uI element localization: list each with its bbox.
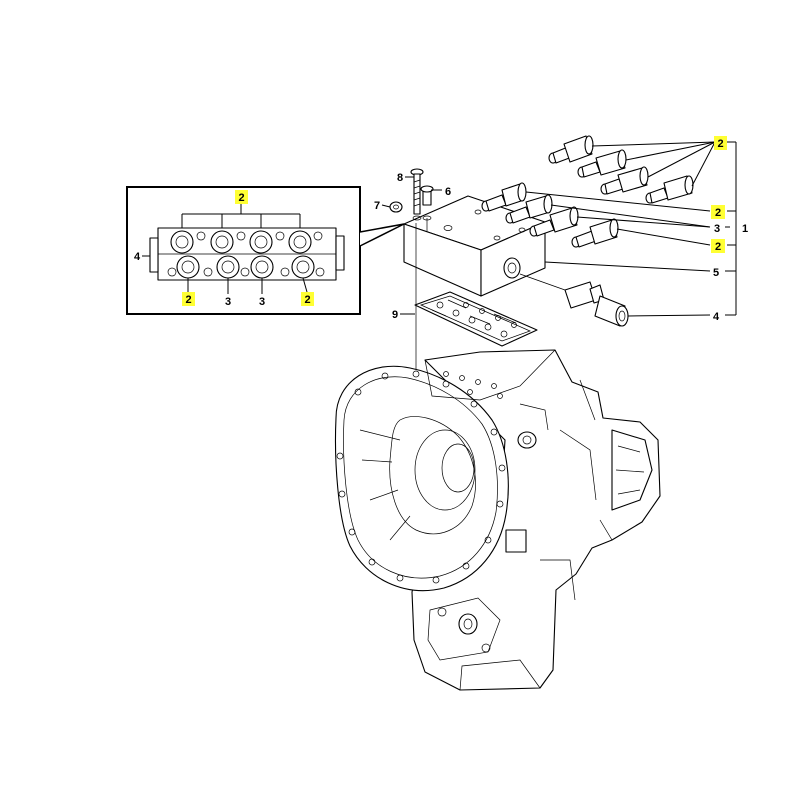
transmission-housing: [334, 349, 661, 691]
svg-text:2: 2: [185, 294, 191, 306]
svg-text:2: 2: [717, 138, 723, 150]
pressure-regulator: [519, 273, 629, 327]
svg-text:2: 2: [715, 241, 721, 253]
svg-text:5: 5: [713, 267, 719, 279]
svg-text:3: 3: [259, 296, 265, 308]
gasket: [414, 291, 538, 347]
inset-top-ports: [170, 230, 323, 254]
solenoid-valve-3: [600, 166, 649, 195]
plug: [420, 185, 434, 206]
svg-text:6: 6: [445, 186, 451, 198]
inset-callout-2-top: 2: [235, 190, 248, 204]
solenoid-valve-6: [505, 194, 553, 224]
svg-text:2: 2: [304, 294, 310, 306]
callout-6: 6: [445, 186, 451, 198]
callout-5: 5: [713, 267, 719, 279]
svg-text:2: 2: [715, 207, 721, 219]
valve-block: [403, 195, 546, 297]
solenoid-valve-5: [481, 182, 527, 212]
bolt: [410, 168, 424, 215]
inset-callout-3-a: 3: [225, 296, 231, 308]
inset-bottom-ports: [167, 255, 325, 279]
inset-callout-2-bottom-left: 2: [182, 292, 195, 306]
svg-text:8: 8: [397, 172, 403, 184]
callout-8: 8: [397, 172, 403, 184]
callout-1: 1: [742, 223, 748, 235]
callout-7: 7: [374, 200, 380, 212]
solenoid-valve-7: [529, 206, 579, 237]
svg-text:4: 4: [134, 251, 141, 263]
inset-detail-view: 2 4 2 3 3 2: [126, 186, 405, 315]
solenoid-valve-2: [577, 149, 627, 178]
callout-9: 9: [392, 309, 398, 321]
flange-bolt-holes: [336, 370, 506, 584]
svg-text:3: 3: [225, 296, 231, 308]
callout-2-lower: 2: [711, 239, 725, 253]
inset-callout-3-b: 3: [259, 296, 265, 308]
svg-text:9: 9: [392, 309, 398, 321]
callout-3: 3: [714, 223, 720, 235]
svg-text:4: 4: [713, 311, 720, 323]
svg-text:3: 3: [714, 223, 720, 235]
leader-lines: [381, 141, 737, 317]
callout-2-top: 2: [714, 136, 727, 150]
inset-valve-block: [149, 227, 345, 281]
solenoid-valve-8: [571, 218, 619, 248]
callout-4: 4: [713, 311, 720, 323]
svg-text:7: 7: [374, 200, 380, 212]
inset-callout-2-bottom-right: 2: [301, 292, 314, 306]
washer: [389, 201, 403, 213]
inset-callout-4: 4: [134, 251, 141, 263]
callout-2-mid: 2: [711, 205, 725, 219]
svg-text:1: 1: [742, 223, 748, 235]
solenoid-valve-1: [548, 135, 594, 164]
svg-text:2: 2: [238, 192, 244, 204]
solenoid-valve-4: [645, 175, 694, 204]
